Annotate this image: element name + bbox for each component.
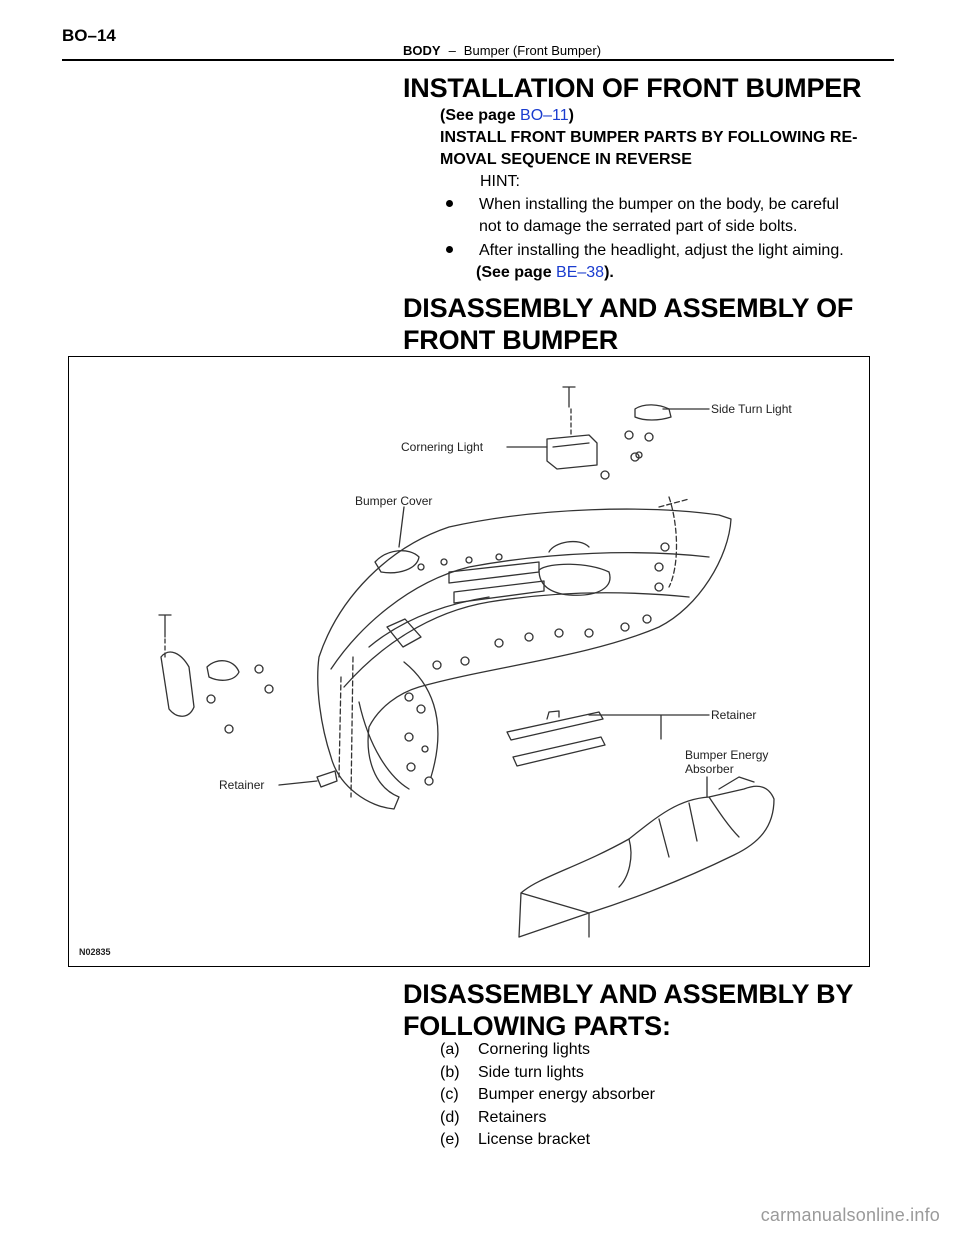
list-item-label: (b) [440,1063,460,1081]
cornering-light-shape [546,434,598,470]
leader-retainer-left [278,780,318,786]
subsection-name: Bumper (Front Bumper) [463,43,602,58]
instruction-line-1: INSTALL FRONT BUMPER PARTS BY FOLLOWING … [440,129,858,146]
label-absorber: Absorber [685,762,734,776]
list-item-text: Retainers [478,1108,547,1126]
list-item-text: Cornering lights [478,1041,591,1058]
label-cornering-light: Cornering Light [401,440,484,454]
list-item-label: (e) [440,1131,460,1148]
disassembly-title-line-1: DISASSEMBLY AND ASSEMBLY OF [403,293,854,323]
disassembly-title-line-2: FRONT BUMPER [403,325,619,355]
list-item-label: (c) [440,1086,459,1103]
side-turn-light-shape [634,404,672,421]
bullet-2-line-1: After installing the headlight, adjust t… [479,242,844,259]
header-separator: – [448,43,456,58]
figure-code: N02835 [79,947,111,957]
label-retainer-right: Retainer [711,708,756,722]
bumper-cover-outline [317,508,732,810]
see-suffix: ). [604,264,614,281]
installation-see-page: (See page BO–11) [440,105,574,127]
label-side-turn-light: Side Turn Light [711,402,792,416]
exploded-view-figure: Side Turn Light Cornering Light Bumper C… [68,356,870,967]
section-name: BODY [403,43,441,58]
bumper-cover-groove [343,592,690,688]
parts-list: (a)Cornering lights (b)Side turn lights … [440,1039,655,1152]
list-item-text: Bumper energy absorber [478,1086,655,1103]
leader-bumper-cover [398,506,405,548]
watermark: carmanualsonline.info [760,1205,940,1225]
installation-see-page-2: (See page BE–38). [476,262,614,284]
parts-title-line-1: DISASSEMBLY AND ASSEMBLY BY [403,979,854,1009]
see-prefix: (See page [476,264,557,281]
left-light-housing [160,651,195,717]
retainer-right-lower [512,736,606,767]
label-bumper-cover: Bumper Cover [355,494,432,508]
see-prefix: (See page [440,107,521,124]
list-item: (d) Retainers [440,1107,655,1130]
running-head: BODY–Bumper (Front Bumper) [403,43,601,58]
list-item: (e) License bracket [440,1129,655,1152]
bullet-1-line-1: When installing the bumper on the body, … [479,196,839,213]
list-item: (c) Bumper energy absorber [440,1084,655,1107]
bumper-cover-edge [330,552,710,670]
page-code: BO–14 [62,26,116,45]
retainer-right-upper [506,711,604,741]
bullet-1-line-2: not to damage the serrated part of side … [479,218,798,235]
link-bo-11[interactable]: BO–11 [520,107,569,124]
list-item: (b) Side turn lights [440,1062,655,1085]
retainer-left-shape [316,770,338,788]
list-item-text: License bracket [478,1131,591,1148]
exploded-view-drawing: Side Turn Light Cornering Light Bumper C… [79,386,792,957]
installation-title: INSTALLATION OF FRONT BUMPER [403,73,862,103]
leader-retainer-right [588,714,710,740]
list-item-text: Side turn lights [478,1063,584,1081]
header-rule [62,59,894,61]
label-bumper-energy: Bumper Energy [685,748,768,762]
label-retainer-left: Retainer [219,778,264,792]
instruction-line-2: MOVAL SEQUENCE IN REVERSE [440,151,692,168]
link-be-38[interactable]: BE–38 [556,264,605,281]
parts-title-line-2: FOLLOWING PARTS: [403,1011,671,1041]
list-item: (a) Cornering lights [440,1039,655,1062]
list-item-label: (a) [440,1041,460,1058]
bullet-icon [446,200,453,207]
see-suffix: ) [568,107,574,124]
energy-absorber-outline [518,785,775,938]
hint-label: HINT: [480,173,520,190]
bullet-icon [446,246,453,253]
list-item-label: (d) [440,1108,460,1126]
